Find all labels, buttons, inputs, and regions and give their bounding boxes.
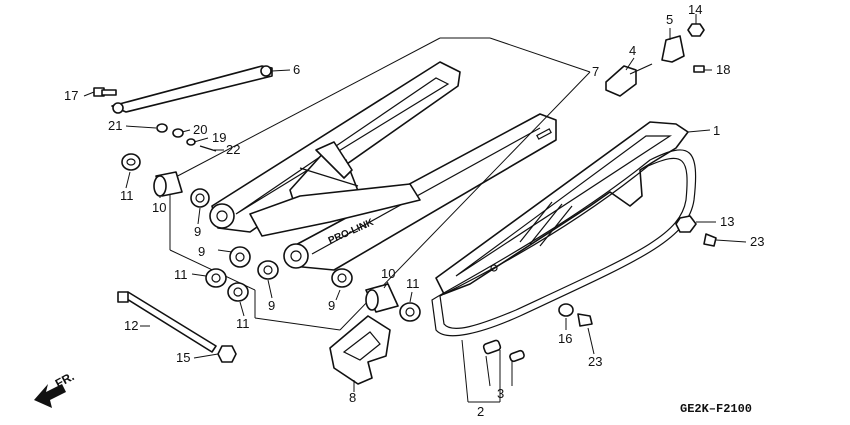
leader-lines (83, 14, 747, 403)
callout-2: 2 (477, 404, 484, 419)
callout-8: 8 (349, 390, 356, 405)
callout-10-b: 10 (381, 266, 395, 281)
callout-23-a: 23 (750, 234, 764, 249)
callout-labels: 1 2 3 4 5 6 7 8 9 9 9 9 10 10 11 11 11 1… (64, 2, 764, 419)
callout-9-c: 9 (268, 298, 275, 313)
callout-11-c: 11 (236, 316, 250, 331)
callout-9-a: 9 (194, 224, 201, 239)
chain-case (435, 121, 689, 295)
callout-1: 1 (713, 123, 720, 138)
drive-chain (431, 149, 697, 337)
chain-slider (329, 315, 391, 385)
swingarm: PRO-LINK (209, 61, 557, 271)
adjuster-hardware (605, 23, 705, 97)
callout-5: 5 (666, 12, 673, 27)
callout-18: 18 (716, 62, 730, 77)
callout-6: 6 (293, 62, 300, 77)
front-direction-indicator: FR. (34, 369, 76, 408)
bolt-17 (93, 87, 117, 97)
callout-9-b: 9 (198, 244, 205, 259)
mount-hardware (558, 215, 717, 327)
callout-23-b: 23 (588, 354, 602, 369)
callout-11-a: 11 (120, 188, 134, 203)
diagram-code: GE2K–F2100 (680, 402, 752, 416)
callout-4: 4 (629, 43, 636, 58)
callout-22: 22 (226, 142, 240, 157)
callout-9-d: 9 (328, 298, 335, 313)
callout-11-d: 11 (406, 276, 420, 291)
torque-link (111, 65, 273, 114)
callout-15: 15 (176, 350, 190, 365)
callout-21: 21 (108, 118, 122, 133)
front-arrow-icon (34, 384, 66, 408)
callout-14: 14 (688, 2, 702, 17)
callout-3: 3 (497, 386, 504, 401)
callout-16: 16 (558, 331, 572, 346)
callout-10-a: 10 (152, 200, 166, 215)
master-link (482, 339, 525, 363)
pivot-hardware (121, 153, 421, 322)
nut-washer-group (156, 123, 217, 152)
callout-19: 19 (212, 130, 226, 145)
callout-7: 7 (592, 64, 599, 79)
callout-11-b: 11 (174, 267, 188, 282)
callout-12: 12 (124, 318, 138, 333)
callout-20: 20 (193, 122, 207, 137)
callout-17: 17 (64, 88, 78, 103)
callout-13: 13 (720, 214, 734, 229)
